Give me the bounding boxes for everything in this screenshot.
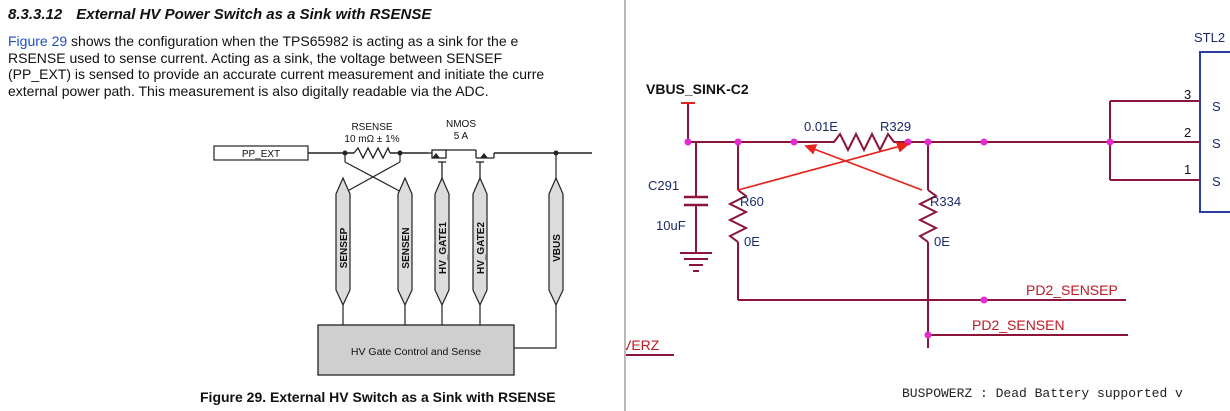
rsense-value: 10 mΩ ± 1% [344, 134, 399, 145]
connector-pin3-number: 3 [1184, 87, 1191, 102]
connector-pin3-letter: S [1212, 99, 1221, 114]
figure-caption: Figure 29. External HV Switch as a Sink … [200, 389, 556, 405]
pp-ext-box [213, 145, 309, 161]
partial-net-label: VERZ [626, 337, 660, 353]
r60-ref: R60 [740, 194, 764, 209]
connector-pin1-number: 1 [1184, 162, 1191, 177]
sensen-net-label: PD2_SENSEN [972, 317, 1065, 333]
hv-gate-control-block [317, 324, 515, 376]
junction-dots [684, 138, 1114, 339]
junction-dot [790, 138, 798, 146]
figure-29-diagram: PP_EXT RSENSE 10 mΩ ± 1% NMOS 5 A [213, 119, 592, 376]
r329-value: 0.01E [804, 119, 838, 134]
pin-sensep-label: SENSEP [339, 227, 350, 268]
junction-dot [924, 331, 932, 339]
r334-resistor [917, 189, 939, 243]
connector-body [1199, 51, 1230, 213]
schematic-diagram: VBUS_SINK-C2 0.01E R329 C291 10uF R60 0E [626, 30, 1230, 356]
paragraph-line-2: RSENSE used to sense current. Acting as … [8, 49, 503, 66]
pin-hv-gate1-label: HV_GATE1 [438, 222, 449, 274]
description-paragraph: Figure 29 shows the configuration when t… [8, 33, 624, 99]
pin-to-block-wires [342, 305, 557, 349]
junction-dot [980, 296, 988, 304]
cross-wire-a [344, 161, 406, 195]
junction-dot [734, 138, 742, 146]
c291-ref: C291 [648, 178, 679, 193]
section-title: External HV Power Switch as a Sink with … [76, 6, 432, 23]
pp-ext-label: PP_EXT [242, 149, 280, 160]
junction-dot [980, 138, 988, 146]
vbus-junction [553, 150, 559, 156]
pin-vbus: VBUS [548, 176, 564, 307]
r334-value: 0E [934, 234, 950, 249]
connector-pin2-letter: S [1212, 136, 1221, 151]
rsense-label: RSENSE [351, 122, 392, 133]
pin-sensen-label: SENSEN [401, 227, 412, 268]
rsense-resistor [353, 146, 391, 160]
r60-resistor [727, 189, 749, 243]
annotation-arrows [737, 142, 923, 191]
c291-value: 10uF [656, 218, 686, 233]
pin-hv-gate1: HV_GATE1 [434, 176, 450, 307]
cross-wire-b [341, 161, 401, 195]
pin-vbus-label: VBUS [552, 234, 563, 262]
nmos-diode-left [432, 153, 440, 158]
vbus-net-label: VBUS_SINK-C2 [646, 81, 749, 97]
junction-dot [684, 138, 692, 146]
connector-ref: STL2 [1194, 30, 1225, 45]
schematic-panel: VBUS_SINK-C2 0.01E R329 C291 10uF R60 0E [626, 0, 1230, 411]
junction-dot [1106, 138, 1114, 146]
hv-gate-control-label: HV Gate Control and Sense [351, 346, 481, 358]
pin-hv-gate2-label: HV_GATE2 [476, 222, 487, 274]
junction-dot [924, 138, 932, 146]
r329-resistor [794, 131, 908, 153]
paragraph-line-1: Figure 29 shows the configuration when t… [8, 33, 624, 50]
connector-pin2-number: 2 [1184, 125, 1191, 140]
paragraph-line-1-text: shows the configuration when the TPS6598… [67, 33, 519, 49]
section-number: 8.3.3.12 [8, 6, 63, 23]
nmos-symbol [428, 149, 495, 178]
pin-sensen: SENSEN [397, 176, 413, 307]
panel-divider [624, 0, 626, 411]
figure-29-link[interactable]: Figure 29 [8, 33, 68, 49]
datasheet-panel: 8.3.3.12 External HV Power Switch as a Si… [8, 6, 624, 405]
r329-ref: R329 [880, 119, 911, 134]
section-heading: 8.3.3.12 External HV Power Switch as a Si… [8, 6, 431, 23]
connector-pin1-letter: S [1212, 174, 1221, 189]
ground-symbol [680, 252, 712, 272]
nmos-label: NMOS [446, 119, 476, 130]
nmos-value: 5 A [454, 131, 469, 142]
paragraph-line-4: external power path. This measurement is… [8, 82, 489, 99]
r334-ref: R334 [930, 194, 961, 209]
pin-hv-gate2: HV_GATE2 [472, 176, 488, 307]
sensep-net-label: PD2_SENSEP [1026, 282, 1118, 298]
nmos-diode-right [480, 153, 488, 158]
buspowerz-note: BUSPOWERZ : Dead Battery supported v [902, 386, 1183, 401]
paragraph-line-3: (PP_EXT) is sensed to provide an accurat… [8, 66, 545, 82]
pin-sensep: SENSEP [335, 176, 351, 307]
r60-value: 0E [744, 234, 760, 249]
